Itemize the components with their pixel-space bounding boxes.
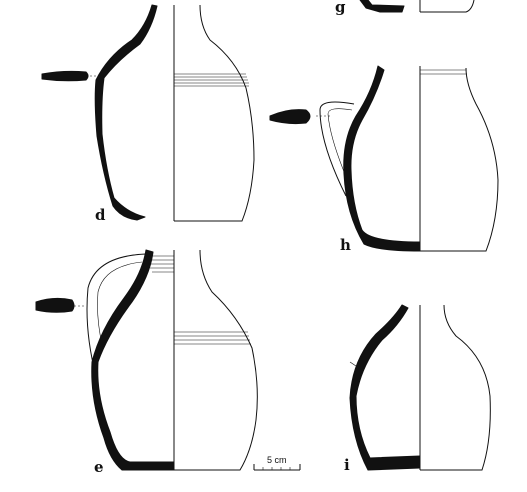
- label-e: e: [94, 458, 104, 476]
- vessel-g-section: [359, 0, 405, 13]
- vessel-h-handle: [319, 101, 355, 197]
- vessel-h-profile: [420, 67, 499, 252]
- vessel-e-shoulder-grooves: [174, 331, 251, 345]
- vessel-d-profile: [174, 4, 255, 222]
- vessel-i-section: [349, 304, 421, 471]
- vessel-h: h: [269, 65, 499, 254]
- vessel-e-handle: [86, 253, 147, 377]
- label-i: i: [344, 456, 350, 474]
- handle-section-e: [35, 297, 75, 313]
- label-g: g: [335, 0, 346, 16]
- vessel-g: g: [335, 0, 475, 16]
- vessel-d: d: [41, 4, 255, 224]
- handle-section-h: [269, 109, 311, 125]
- vessel-i: i: [344, 304, 491, 474]
- vessel-e-section: [91, 249, 175, 471]
- vessel-h-handle-inner: [327, 108, 353, 187]
- vessel-e-profile: [174, 249, 258, 471]
- vessel-g-profile: [420, 0, 475, 13]
- vessel-e-rim-grooves: [146, 255, 174, 273]
- scale-bar-label: 5 cm: [267, 455, 287, 465]
- label-d: d: [95, 206, 106, 224]
- vessel-e-handle-inner: [97, 261, 143, 345]
- vessel-h-section: [343, 65, 421, 252]
- vessel-e: e: [35, 249, 258, 476]
- scale-bar: 5 cm: [253, 455, 301, 471]
- vessel-h-rim-grooves: [420, 69, 467, 75]
- label-h: h: [340, 236, 351, 254]
- vessel-d-section: [94, 4, 158, 221]
- handle-section-d: [41, 70, 89, 82]
- vessel-i-profile: [420, 304, 491, 471]
- vessel-d-neck-grooves: [174, 73, 249, 87]
